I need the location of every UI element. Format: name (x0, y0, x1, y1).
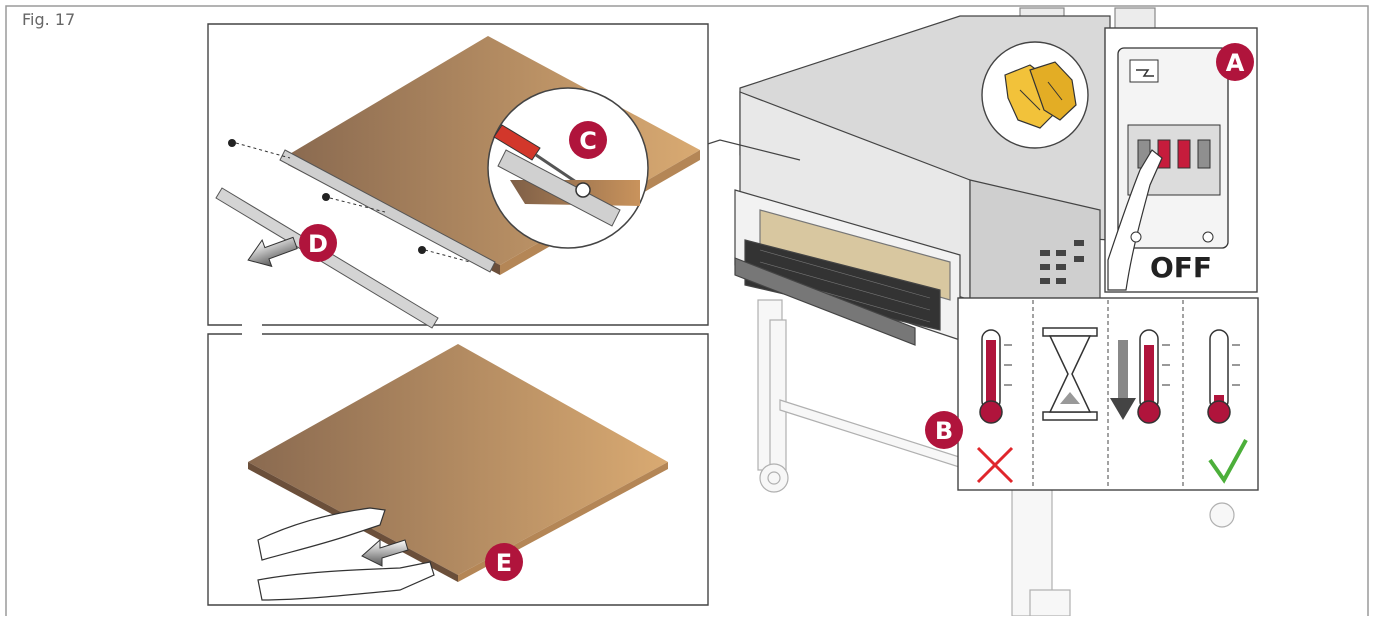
check-icon (1208, 439, 1248, 484)
callout-b-label: B (935, 417, 953, 445)
gloves-icon (981, 41, 1089, 149)
switch-state-label: OFF (1150, 251, 1212, 284)
panel-slide-board (207, 333, 709, 606)
oven-illustration (651, 7, 1241, 617)
cooling-arrow-icon (1110, 340, 1136, 420)
callout-e-label: E (496, 549, 512, 577)
callout-c-label: C (579, 127, 597, 155)
panel-power-off: OFF (1104, 27, 1258, 293)
thermometer-hot-icon (979, 329, 1012, 424)
thermometer-cool-icon (1207, 329, 1240, 424)
callout-a-label: A (1226, 49, 1245, 77)
callout-d: D (299, 224, 337, 262)
hand-switch-icon (1107, 149, 1163, 291)
thermometer-mid-icon (1137, 329, 1170, 424)
callout-a: A (1216, 43, 1254, 81)
callout-b: B (925, 411, 963, 449)
slide-arrow-icon (361, 538, 409, 567)
figure-label: Fig. 17 (22, 10, 76, 29)
panel-remove-strip (207, 23, 709, 329)
hands-icon (257, 507, 435, 601)
callout-c: C (569, 121, 607, 159)
callout-e: E (485, 543, 523, 581)
hourglass-icon (1042, 327, 1098, 421)
remove-arrow-icon (247, 236, 298, 268)
outer-frame (5, 5, 1369, 616)
panel-cool-down (957, 297, 1259, 491)
cross-icon (976, 446, 1014, 484)
callout-d-label: D (308, 230, 328, 258)
